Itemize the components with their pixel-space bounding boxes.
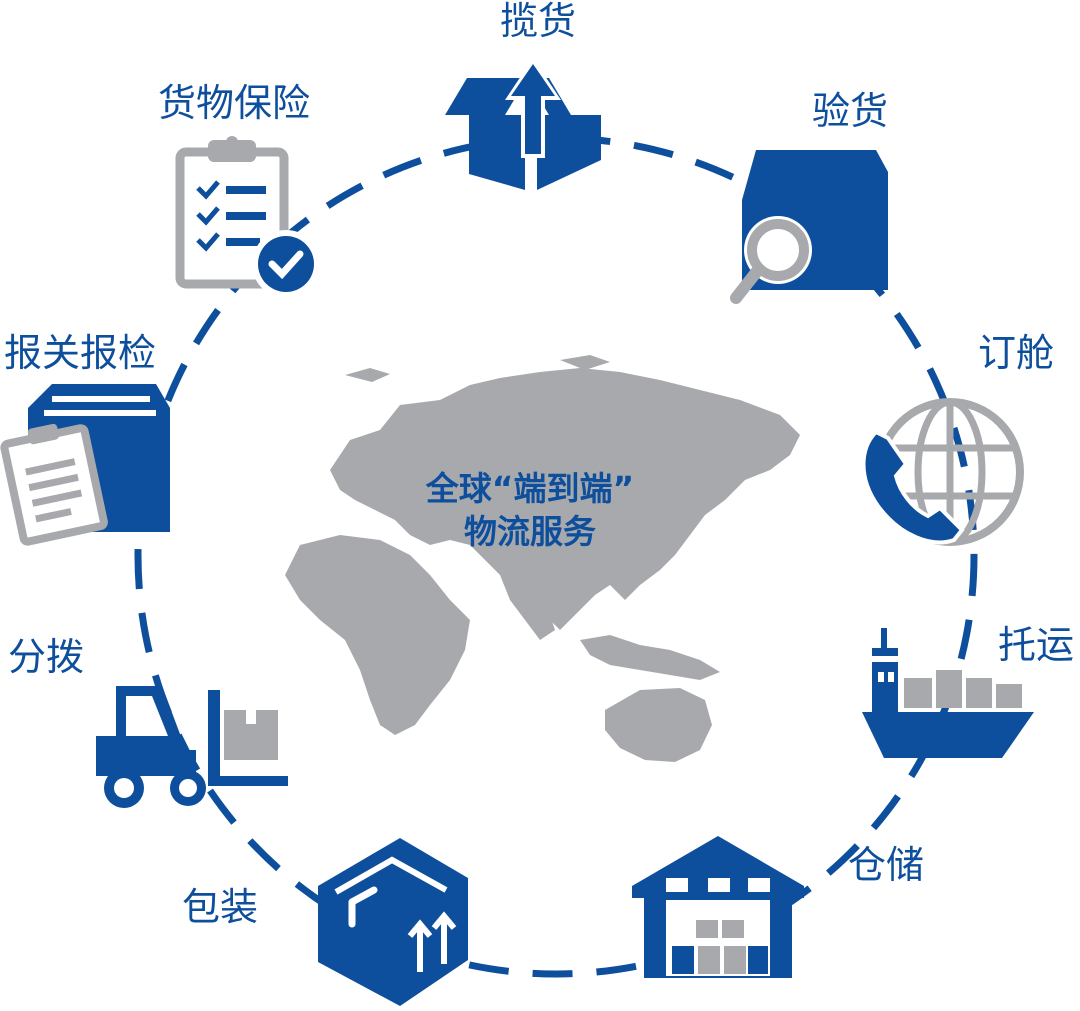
step-label-customs: 报关报检 <box>4 331 157 375</box>
map-india <box>500 575 555 640</box>
forklift-icon <box>96 686 288 808</box>
center-title-line2: 物流服务 <box>464 511 596 551</box>
map-japan <box>690 470 712 515</box>
map-australia <box>605 688 712 762</box>
step-label-inspection: 验货 <box>812 89 889 133</box>
insurance-checklist-icon <box>175 136 320 298</box>
map-africa <box>285 535 470 735</box>
cargo-ship-icon <box>862 628 1034 758</box>
step-label-packaging: 包装 <box>182 885 259 929</box>
customs-clipboard-box-icon <box>0 384 170 546</box>
step-label-distribution: 分拨 <box>8 635 85 679</box>
cycle-ring <box>134 134 978 978</box>
step-label-consignment: 托运 <box>998 623 1075 667</box>
inspection-magnifier-icon <box>730 150 888 304</box>
warehouse-icon <box>632 836 804 978</box>
step-label-booking: 订舱 <box>978 331 1055 375</box>
map-eurasia <box>330 368 800 630</box>
map-sea-islands <box>580 635 720 680</box>
map-arctic <box>345 355 610 382</box>
world-map <box>285 355 800 762</box>
step-label-warehousing: 仓储 <box>848 843 925 887</box>
open-box-icon <box>445 58 601 190</box>
center-title: 全球“端到端” 物流服务 <box>360 468 700 554</box>
package-arrows-icon <box>318 838 468 1006</box>
step-label-pickup: 揽货 <box>500 0 577 43</box>
globe-phone-icon <box>861 398 1024 546</box>
step-label-insurance: 货物保险 <box>158 81 311 125</box>
center-title-line1: 全球“端到端” <box>425 469 635 508</box>
